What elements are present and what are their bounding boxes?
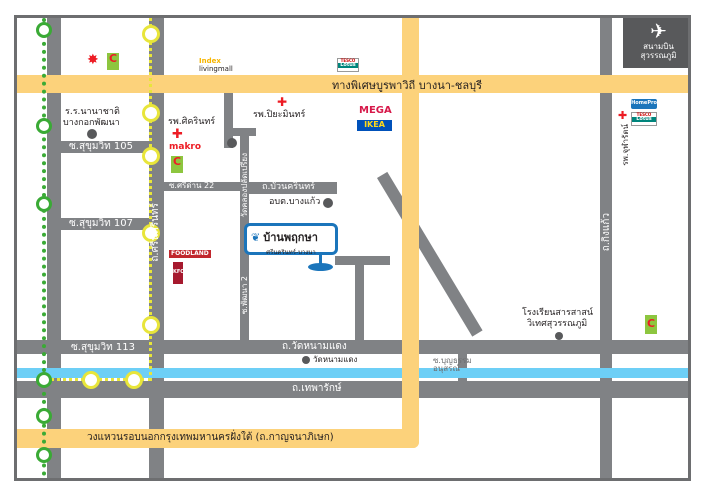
highway-vertical	[402, 18, 419, 448]
road-kingkaew	[600, 18, 612, 478]
project-name: บ้านพฤกษา	[263, 231, 318, 244]
road-srinakarin	[149, 18, 164, 478]
hospital-icon: ✚	[277, 95, 288, 109]
road-soi-107	[61, 218, 151, 230]
yellow-station	[82, 371, 100, 389]
road-soi-105	[61, 141, 151, 153]
road-srisaan-22	[164, 182, 244, 191]
road-theparak	[17, 381, 688, 398]
label-school-intl: ร.ร.นานาชาติ	[65, 107, 120, 117]
label-theparak: ถ.เทพารักษ์	[292, 383, 342, 394]
label-khlong-pladuk: วัดคลองปลัดเปรียง	[240, 153, 249, 218]
project-pin	[308, 263, 333, 271]
label-hospital-piyamin: รพ.ปิยะมินทร์	[253, 110, 306, 120]
green-line	[42, 18, 46, 478]
school-marker	[87, 129, 97, 139]
project-subtitle: ศรีนครินทร์-บางนา	[266, 249, 316, 256]
green-station	[36, 22, 52, 38]
label-school-intl-2: บางกอกพัฒนา	[63, 118, 120, 128]
wat-marker	[227, 138, 237, 148]
logo-ikea: IKEA	[357, 120, 392, 131]
label-airport-2: สุวรรณภูมิ	[640, 51, 677, 60]
logo-kfc: KFC	[173, 262, 184, 284]
green-station	[36, 118, 52, 134]
hospital-icon: ✚	[172, 127, 183, 142]
airplane-icon: ✈	[650, 19, 667, 43]
label-bangna-expressway: ทางพิเศษบูรพาวิถี บางนา-ชลบุรี	[332, 79, 482, 92]
green-station	[36, 372, 52, 388]
project-callout: ❦ บ้านพฤกษา ศรีนครินทร์-บางนา	[244, 223, 338, 256]
logo-mega: MEGA	[359, 105, 392, 116]
yellow-line	[149, 18, 152, 381]
logo-homepro: HomePro	[631, 99, 657, 109]
logo-index: Index	[199, 57, 221, 65]
label-phattana-2: ซ.พัฒนา 2	[240, 276, 249, 315]
logo-livingmall: livingmall	[199, 65, 233, 73]
label-school-sarasas-2: วิเทศสุวรรณภูมิ	[527, 319, 588, 329]
road-left-vertical	[47, 18, 61, 478]
yellow-station	[142, 25, 160, 43]
label-wat-nam-daeng: วัดหนามแดง	[313, 355, 358, 364]
yellow-station	[142, 147, 160, 165]
road-inner-horizontal	[335, 256, 390, 265]
label-hospital-srinakarin: รพ.ศิครินทร์	[168, 117, 216, 127]
road-khlong-upper	[224, 93, 233, 148]
bigc-logo: C	[645, 315, 657, 334]
road-bunthamma	[458, 343, 467, 388]
orbortor-marker	[323, 198, 333, 208]
tesco-text: TESCO	[636, 112, 652, 117]
yellow-station	[142, 316, 160, 334]
location-map: ทางพิเศษบูรพาวิถี บางนา-ชลบุรี วงแหวนรอบ…	[14, 15, 691, 481]
logo-foodland: FOODLAND	[169, 250, 211, 258]
label-soi-107: ซ.สุขุมวิท 107	[69, 218, 133, 229]
label-wat-nam-daeng-road: ถ.วัดหนามแดง	[282, 341, 347, 352]
star-logo: ✸	[87, 52, 99, 68]
road-wat-nam-daeng	[17, 340, 688, 354]
label-outer-ring: วงแหวนรอบนอกกรุงเทพมหานครฝั่งใต้ (ถ.กาญจ…	[87, 432, 334, 443]
bangna-expressway	[17, 75, 688, 93]
label-srinakarin: ถ.ศรีนครินทร์	[150, 203, 161, 262]
leaf-logo-icon: ❦	[251, 230, 261, 244]
outer-ring-road	[17, 429, 419, 448]
canal	[17, 368, 688, 378]
label-orbortor: อบต.บางแก้ว	[269, 197, 321, 207]
label-buan-srinakarin: ถ.บัวนครินทร์	[262, 182, 316, 192]
green-station	[36, 196, 52, 212]
road-inner-vertical	[355, 258, 364, 343]
lotus-text: Lotus	[338, 63, 358, 68]
bigc-logo: C	[171, 156, 183, 173]
airport-box: ✈ สนามบิน สุวรรณภูมิ	[623, 18, 688, 68]
green-station	[36, 447, 52, 463]
bigc-logo: C	[107, 53, 119, 70]
label-airport: สนามบิน	[643, 42, 674, 51]
label-soi-113: ซ.สุขุมวิท 113	[71, 342, 135, 353]
hospital-icon: ✚	[618, 109, 628, 122]
label-bunthamma: ซ.บุญธรรม อนุสรณ์	[433, 356, 472, 373]
road-buan-srinakarin	[249, 182, 337, 194]
label-hospital-jularat: รพ.จุฬารัตน์	[621, 124, 630, 166]
yellow-station	[142, 224, 160, 242]
tesco-text: TESCO	[340, 58, 356, 63]
label-soi-105: ซ.สุขุมวิท 105	[69, 141, 133, 152]
yellow-station	[125, 371, 143, 389]
yellow-station	[142, 104, 160, 122]
label-srisaan-22: ซ.ศรีด่าน 22	[169, 181, 215, 190]
label-school-sarasas: โรงเรียนสารสาสน์	[522, 308, 593, 318]
road-buan-diagonal	[377, 171, 483, 337]
label-kingkaew: ถ.กิ่งแก้ว	[601, 213, 612, 252]
logo-makro: makro	[169, 142, 202, 152]
school-sarasas-marker	[555, 332, 563, 340]
lotus-text: Lotus	[632, 117, 656, 122]
callout-pointer	[319, 255, 322, 267]
wat-nam-daeng-marker	[302, 356, 310, 364]
green-station	[36, 408, 52, 424]
